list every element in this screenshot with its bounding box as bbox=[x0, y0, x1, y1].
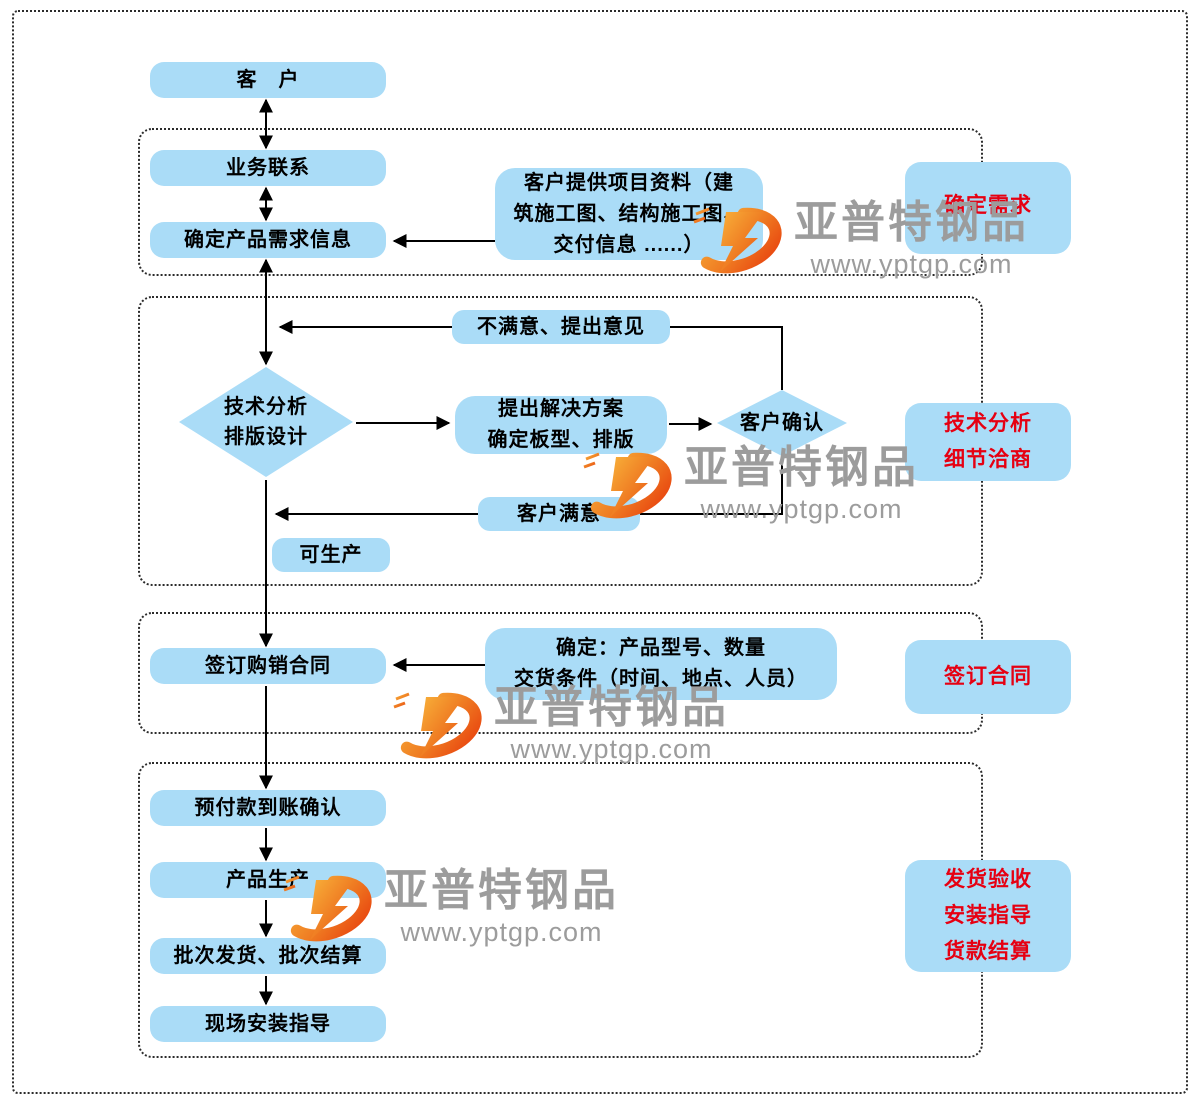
stage-label-requirement: 确定需求 bbox=[905, 162, 1071, 254]
watermark-url: www.yptgp.com bbox=[700, 493, 903, 524]
node-customer: 客 户 bbox=[150, 62, 386, 98]
watermark: 亚普特钢品 www.yptgp.com bbox=[280, 868, 619, 948]
watermark-brand: 亚普特钢品 bbox=[684, 443, 919, 493]
watermark-brand: 亚普特钢品 bbox=[494, 683, 729, 733]
watermark-brand: 亚普特钢品 bbox=[384, 866, 619, 916]
node-solution: 提出解决方案 确定板型、排版 bbox=[455, 396, 667, 454]
watermark-text: 亚普特钢品 www.yptgp.com bbox=[684, 445, 919, 524]
node-install-guide: 现场安装指导 bbox=[150, 1006, 386, 1042]
watermark-text: 亚普特钢品 www.yptgp.com bbox=[384, 868, 619, 947]
node-production: 产品生产 bbox=[150, 862, 386, 898]
node-tech-analysis-label: 技术分析 排版设计 bbox=[224, 396, 308, 448]
node-unsatisfied-feedback: 不满意、提出意见 bbox=[452, 310, 670, 344]
watermark-url: www.yptgp.com bbox=[510, 733, 713, 764]
node-sign-contract: 签订购销合同 bbox=[150, 648, 386, 684]
node-contract-details: 确定：产品型号、数量 交货条件（时间、地点、人员） bbox=[485, 628, 837, 700]
watermark: 亚普特钢品 www.yptgp.com bbox=[390, 685, 729, 765]
node-prepayment-confirm: 预付款到账确认 bbox=[150, 790, 386, 826]
stage-label-delivery: 发货验收 安装指导 货款结算 bbox=[905, 860, 1071, 972]
outer-dotted-border bbox=[12, 10, 1188, 1094]
watermark-text: 亚普特钢品 www.yptgp.com bbox=[794, 200, 1029, 279]
watermark: 亚普特钢品 www.yptgp.com bbox=[690, 200, 1029, 280]
node-customer-confirm-diamond: 客户确认 bbox=[716, 389, 848, 457]
diamond-shape bbox=[179, 367, 353, 477]
node-business-contact: 业务联系 bbox=[150, 150, 386, 186]
brand-logo-icon bbox=[283, 875, 372, 942]
watermark-brand: 亚普特钢品 bbox=[794, 198, 1029, 248]
brand-logo-icon bbox=[393, 692, 482, 759]
brand-logo-icon bbox=[693, 207, 782, 274]
node-producible: 可生产 bbox=[272, 538, 390, 572]
stage-label-contract: 签订合同 bbox=[905, 640, 1071, 714]
node-tech-analysis-diamond: 技术分析 排版设计 bbox=[178, 366, 354, 478]
watermark-url: www.yptgp.com bbox=[810, 248, 1013, 279]
watermark-url: www.yptgp.com bbox=[400, 916, 603, 947]
node-batch-delivery: 批次发货、批次结算 bbox=[150, 938, 386, 974]
node-customer-confirm-label: 客户确认 bbox=[740, 412, 824, 434]
watermark-text: 亚普特钢品 www.yptgp.com bbox=[494, 685, 729, 764]
stage-label-tech-analysis: 技术分析 细节洽商 bbox=[905, 403, 1071, 481]
brand-logo-icon bbox=[583, 452, 672, 519]
node-project-materials: 客户提供项目资料（建 筑施工图、结构施工图、 交付信息 ......） bbox=[495, 168, 763, 260]
watermark: 亚普特钢品 www.yptgp.com bbox=[580, 445, 919, 525]
node-requirement-info: 确定产品需求信息 bbox=[150, 222, 386, 258]
diamond-shape bbox=[717, 390, 847, 456]
